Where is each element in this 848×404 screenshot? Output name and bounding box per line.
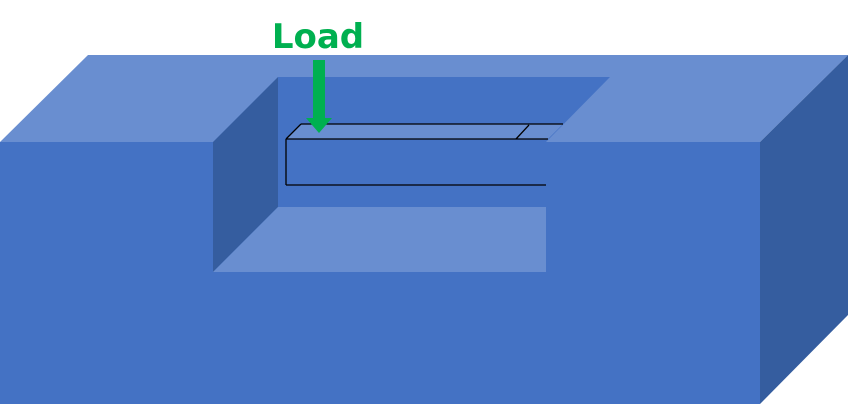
beam-top-face bbox=[286, 124, 563, 139]
block-right-face bbox=[760, 55, 848, 404]
load-arrow-icon bbox=[306, 60, 332, 133]
cavity-floor bbox=[213, 207, 546, 272]
beam bbox=[285, 123, 563, 186]
load-label: Load bbox=[272, 17, 364, 57]
